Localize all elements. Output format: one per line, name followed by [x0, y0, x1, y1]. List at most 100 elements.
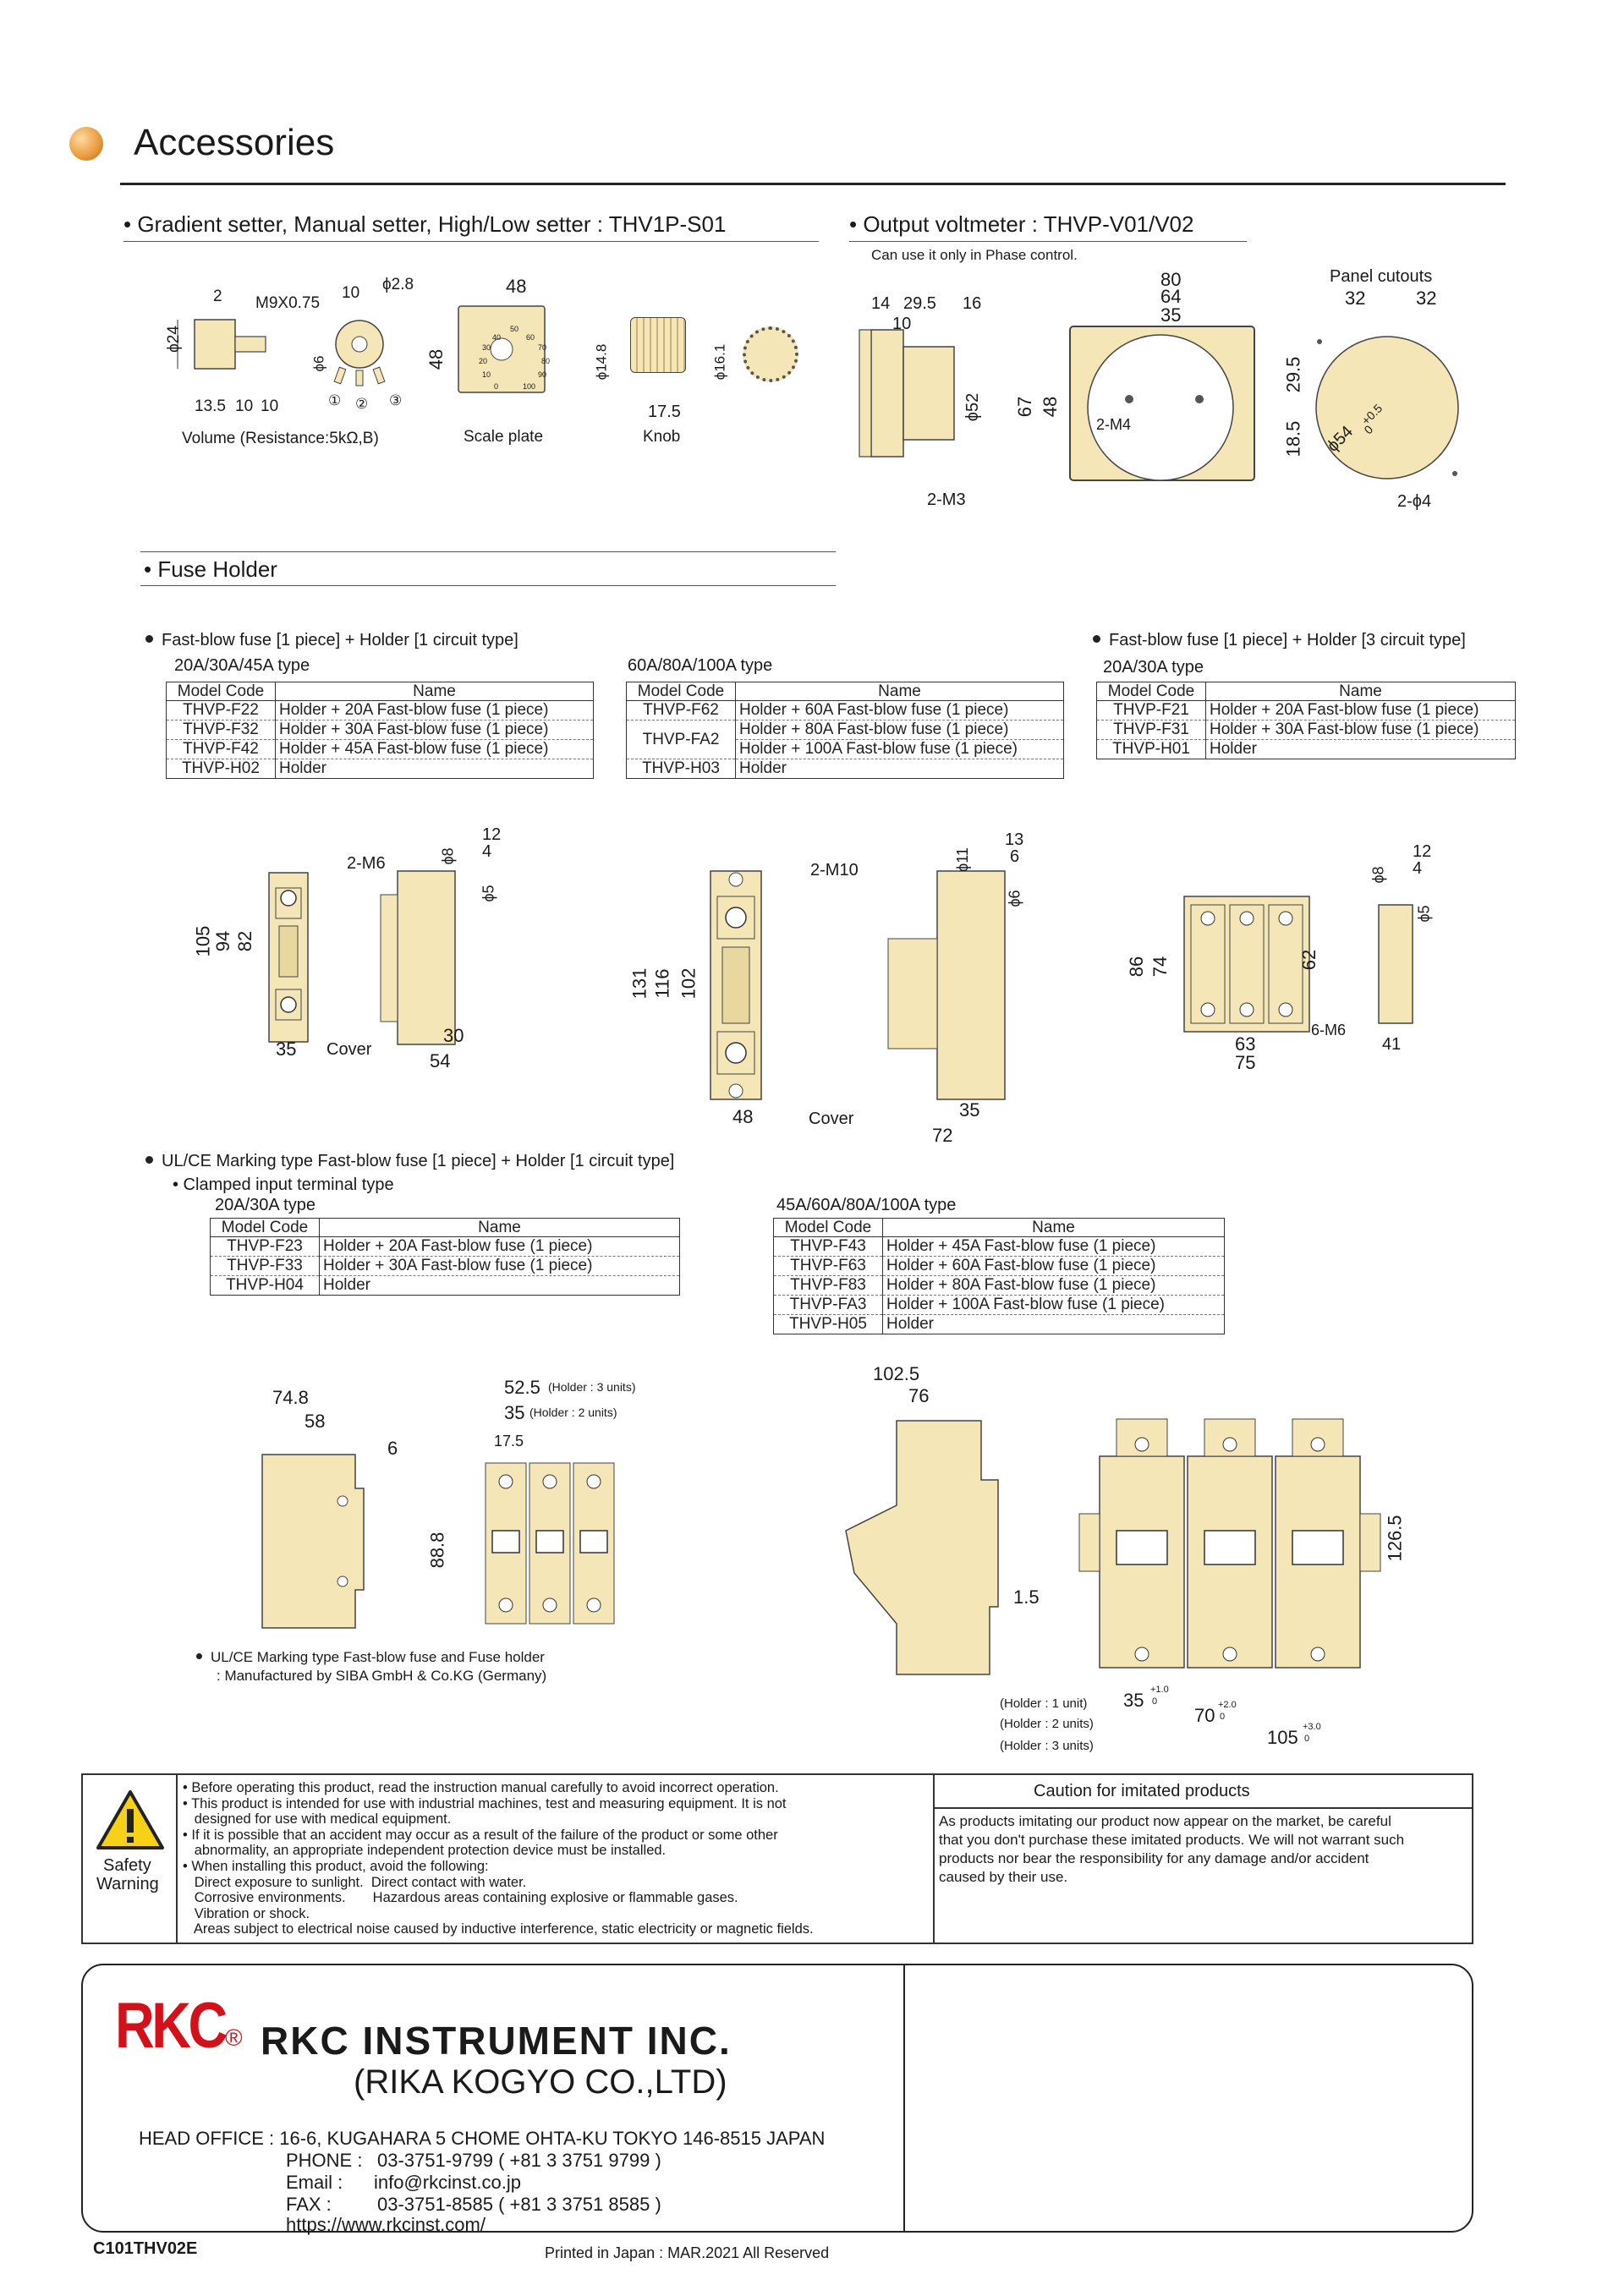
- company-footer: RKC ® RKC INSTRUMENT INC. (RIKA KOGYO CO…: [81, 1964, 1473, 2235]
- dim-note: (Holder : 3 units): [548, 1380, 636, 1394]
- dim-label: 105: [1267, 1727, 1298, 1748]
- caution-line: that you don't purchase these imitated p…: [939, 1832, 1405, 1848]
- warning-line: designed for use with medical equipment.: [183, 1811, 452, 1827]
- dim-label: ϕ8: [1369, 866, 1387, 884]
- col-header: Model Code: [773, 1218, 883, 1237]
- dim-label: 74.8: [272, 1387, 309, 1408]
- cover-label: Cover: [326, 1040, 372, 1059]
- model-code: THVP-FA2: [626, 720, 736, 759]
- dim-label: 86: [1126, 956, 1148, 978]
- dim-label: M9X0.75: [255, 294, 321, 312]
- cover-label: Cover: [809, 1110, 854, 1128]
- scale-number: 0: [494, 382, 499, 391]
- dim-label: 74: [1149, 956, 1171, 978]
- fuse-holder-drawing-3: [1183, 896, 1413, 1033]
- dim-label: 6: [1010, 847, 1020, 866]
- dim-label: 54: [430, 1050, 451, 1071]
- dim-note: (Holder : 2 units): [1000, 1717, 1094, 1731]
- model-name: Holder + 30A Fast-blow fuse (1 piece): [1205, 720, 1516, 740]
- fax-label: FAX :: [286, 2194, 332, 2215]
- scale-plate-caption: Scale plate: [464, 428, 544, 446]
- head-office: HEAD OFFICE : 16-6, KUGAHARA 5 CHOME OHT…: [139, 2128, 826, 2149]
- dim-label: 52.5: [504, 1377, 540, 1398]
- dim-label: 32: [1416, 288, 1437, 309]
- caution-title: Caution for imitated products: [1034, 1782, 1250, 1800]
- tolerance-upper: +1.0: [1150, 1685, 1169, 1695]
- warning-text: • Before operating this product, read th…: [183, 1780, 927, 1937]
- fuse-holder-drawing-1: [268, 870, 456, 1045]
- warning-line: Direct exposure to sunlight. Direct cont…: [183, 1874, 527, 1890]
- model-name: Holder + 20A Fast-blow fuse (1 piece): [1205, 700, 1516, 721]
- model-code: THVP-H04: [210, 1275, 320, 1296]
- model-code: THVP-F43: [773, 1236, 883, 1257]
- dim-label: ϕ8: [439, 847, 457, 865]
- page-title: Accessories: [134, 122, 335, 163]
- model-name: Holder + 100A Fast-blow fuse (1 piece): [735, 739, 1064, 759]
- phone-value: 03-3751-9799 ( +81 3 3751 9799 ): [377, 2150, 661, 2171]
- dim-label: 2-M6: [347, 854, 386, 873]
- ulce-sub: • Clamped input terminal type: [173, 1175, 394, 1194]
- col-header: Name: [319, 1218, 680, 1237]
- registered-mark: ®: [225, 2025, 243, 2051]
- dim-label: 2-M10: [810, 861, 859, 879]
- col-header: Name: [275, 682, 594, 701]
- safety-label: Safety: [103, 1856, 151, 1875]
- model-code: THVP-F23: [210, 1236, 320, 1257]
- model-name: Holder + 80A Fast-blow fuse (1 piece): [735, 720, 1064, 740]
- dim-label: 2: [213, 288, 222, 305]
- dim-label: 63: [1235, 1033, 1256, 1055]
- dim-label: 10: [261, 397, 279, 415]
- ulce-t5-sub: 45A/60A/80A/100A type: [776, 1196, 957, 1214]
- dim-label: ϕ5: [480, 885, 497, 902]
- dim-label: 14: [871, 294, 891, 313]
- terminal-label: ③: [389, 392, 403, 408]
- dim-label: 75: [1235, 1052, 1256, 1073]
- dim-label: ϕ5: [1415, 905, 1433, 923]
- scale-number: 70: [538, 343, 547, 352]
- dim-label: 48: [506, 276, 527, 297]
- model-name: Holder + 20A Fast-blow fuse (1 piece): [319, 1236, 680, 1257]
- group1-sub: 20A/30A/45A type: [174, 656, 310, 675]
- company-alt-name: (RIKA KOGYO CO.,LTD): [354, 2063, 727, 2101]
- dim-label: ϕ6: [310, 355, 327, 372]
- dim-label: ϕ14.8: [593, 343, 610, 381]
- gradient-rule: [123, 241, 819, 242]
- siba-note-2: : Manufactured by SIBA GmbH & Co.KG (Ger…: [217, 1668, 547, 1684]
- group3-sub: 20A/30A type: [1103, 658, 1204, 677]
- dim-label: 2-M4: [1096, 416, 1132, 433]
- model-name: Holder: [1205, 739, 1516, 759]
- dim-note: (Holder : 2 units): [529, 1406, 617, 1419]
- model-code: THVP-H03: [626, 759, 736, 779]
- warning-line: Vibration or shock.: [183, 1905, 310, 1921]
- terminal-label: ①: [328, 392, 342, 408]
- dim-label: 102: [678, 967, 700, 1000]
- dim-label: 6: [387, 1438, 398, 1459]
- knob-caption: Knob: [643, 428, 681, 446]
- model-code: THVP-F63: [773, 1256, 883, 1276]
- dim-label: 12: [482, 825, 502, 844]
- model-name: Holder + 30A Fast-blow fuse (1 piece): [275, 720, 594, 740]
- group1-title: Fast-blow fuse [1 piece] + Holder [1 cir…: [145, 631, 518, 650]
- dim-label: 64: [1160, 286, 1182, 307]
- model-code: THVP-FA3: [773, 1295, 883, 1315]
- knob-side: [630, 317, 686, 373]
- dim-label: 2-ϕ4: [1397, 492, 1432, 511]
- dim-label: 1.5: [1013, 1586, 1040, 1608]
- dim-label: 80: [1160, 269, 1182, 290]
- model-code: THVP-F62: [626, 700, 736, 721]
- website-link[interactable]: https://www.rkcinst.com/: [286, 2214, 486, 2235]
- col-header: Model Code: [210, 1218, 320, 1237]
- dim-label: 32: [1345, 288, 1366, 309]
- dim-label: 35: [959, 1099, 980, 1121]
- siba-note-1: UL/CE Marking type Fast-blow fuse and Fu…: [211, 1649, 545, 1665]
